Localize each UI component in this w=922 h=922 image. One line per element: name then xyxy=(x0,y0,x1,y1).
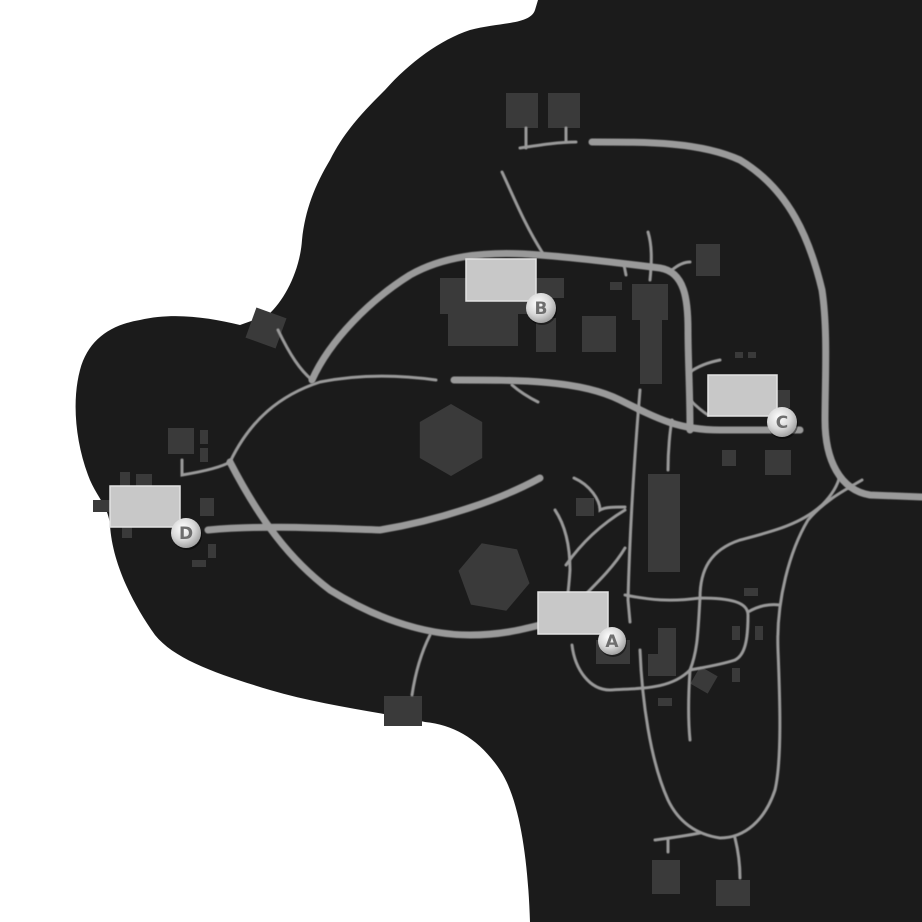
markers-layer: A B C D xyxy=(109,258,798,657)
minor-road xyxy=(698,473,842,600)
main-roads-layer xyxy=(204,138,922,639)
building-nw-diamond xyxy=(245,307,287,349)
building-c-small-1 xyxy=(722,450,736,466)
main-road xyxy=(226,458,544,639)
hexagons-layer xyxy=(419,404,530,611)
building-w-4 xyxy=(120,472,130,486)
building-b-small xyxy=(536,318,556,352)
marker-d[interactable]: D xyxy=(109,485,202,550)
building-w-pier xyxy=(93,500,111,512)
minor-road xyxy=(228,374,438,464)
building-east-2 xyxy=(755,626,763,640)
minor-road xyxy=(687,668,692,742)
building-b-complex-3 xyxy=(536,278,564,298)
building-ne-1 xyxy=(696,244,720,276)
building-long xyxy=(648,474,680,572)
marker-box[interactable] xyxy=(707,374,778,417)
building-a-1 xyxy=(658,628,676,656)
building-a-2 xyxy=(648,654,676,676)
minor-road xyxy=(670,260,692,272)
hexagon-north xyxy=(419,404,483,476)
hexagon-south xyxy=(458,543,530,611)
minor-road xyxy=(570,596,702,692)
marker-box[interactable] xyxy=(537,591,609,635)
marker-label: A xyxy=(605,632,619,652)
building-b-complex-2 xyxy=(448,300,518,346)
minor-road xyxy=(688,358,722,374)
minor-road xyxy=(746,603,782,614)
building-w-2 xyxy=(200,430,208,444)
minor-road xyxy=(653,831,702,854)
building-w-3 xyxy=(200,448,208,462)
minor-road xyxy=(564,508,627,567)
building-tower-stem xyxy=(640,320,662,384)
building-w-9 xyxy=(122,526,132,538)
main-road xyxy=(204,474,544,534)
marker-c[interactable]: C xyxy=(707,374,798,439)
main-road xyxy=(308,250,694,434)
building-tiny-2 xyxy=(735,352,743,358)
marker-badge[interactable] xyxy=(171,518,201,548)
minor-road xyxy=(626,388,642,624)
minor-road xyxy=(410,633,432,697)
minor-road xyxy=(510,383,540,404)
marker-label: D xyxy=(179,524,193,544)
building-south-coast xyxy=(384,696,422,726)
building-w-6 xyxy=(200,498,214,516)
building-w-7 xyxy=(208,544,216,558)
building-top-2 xyxy=(548,93,580,128)
building-w-1 xyxy=(168,428,194,454)
minor-road xyxy=(500,170,544,254)
building-se-diamond xyxy=(690,666,718,694)
marker-box[interactable] xyxy=(109,485,181,528)
building-east-3 xyxy=(732,668,740,682)
building-east-1 xyxy=(732,626,740,640)
building-w-8 xyxy=(192,560,206,567)
building-w-5 xyxy=(136,474,152,488)
main-road xyxy=(588,138,922,501)
landmass xyxy=(75,0,922,922)
minor-road xyxy=(518,126,578,150)
building-center-block xyxy=(582,316,616,352)
minor-road xyxy=(623,593,750,672)
minor-road xyxy=(180,458,232,477)
building-top-1 xyxy=(506,93,538,128)
building-tower-top xyxy=(632,284,668,320)
marker-label: B xyxy=(535,299,548,319)
minor-road xyxy=(733,836,742,880)
building-c-small-2 xyxy=(765,450,791,475)
marker-badge[interactable] xyxy=(767,407,797,437)
minor-road xyxy=(572,476,627,513)
building-south-1 xyxy=(652,860,680,894)
minor-road xyxy=(638,478,864,840)
marker-b[interactable]: B xyxy=(465,258,557,325)
building-se-small xyxy=(658,698,672,706)
marker-badge[interactable] xyxy=(526,293,556,323)
marker-badge[interactable] xyxy=(598,627,626,655)
minor-road xyxy=(276,328,314,382)
building-mid-small xyxy=(576,498,594,516)
marker-label: C xyxy=(776,413,788,433)
building-east-4 xyxy=(744,588,758,596)
building-south-2 xyxy=(716,880,750,906)
minor-road xyxy=(646,230,653,282)
marker-box[interactable] xyxy=(465,258,537,302)
marker-a[interactable]: A xyxy=(537,591,627,657)
building-c-side xyxy=(776,390,790,408)
building-tiny-1 xyxy=(610,282,622,290)
building-tiny-3 xyxy=(748,352,756,358)
